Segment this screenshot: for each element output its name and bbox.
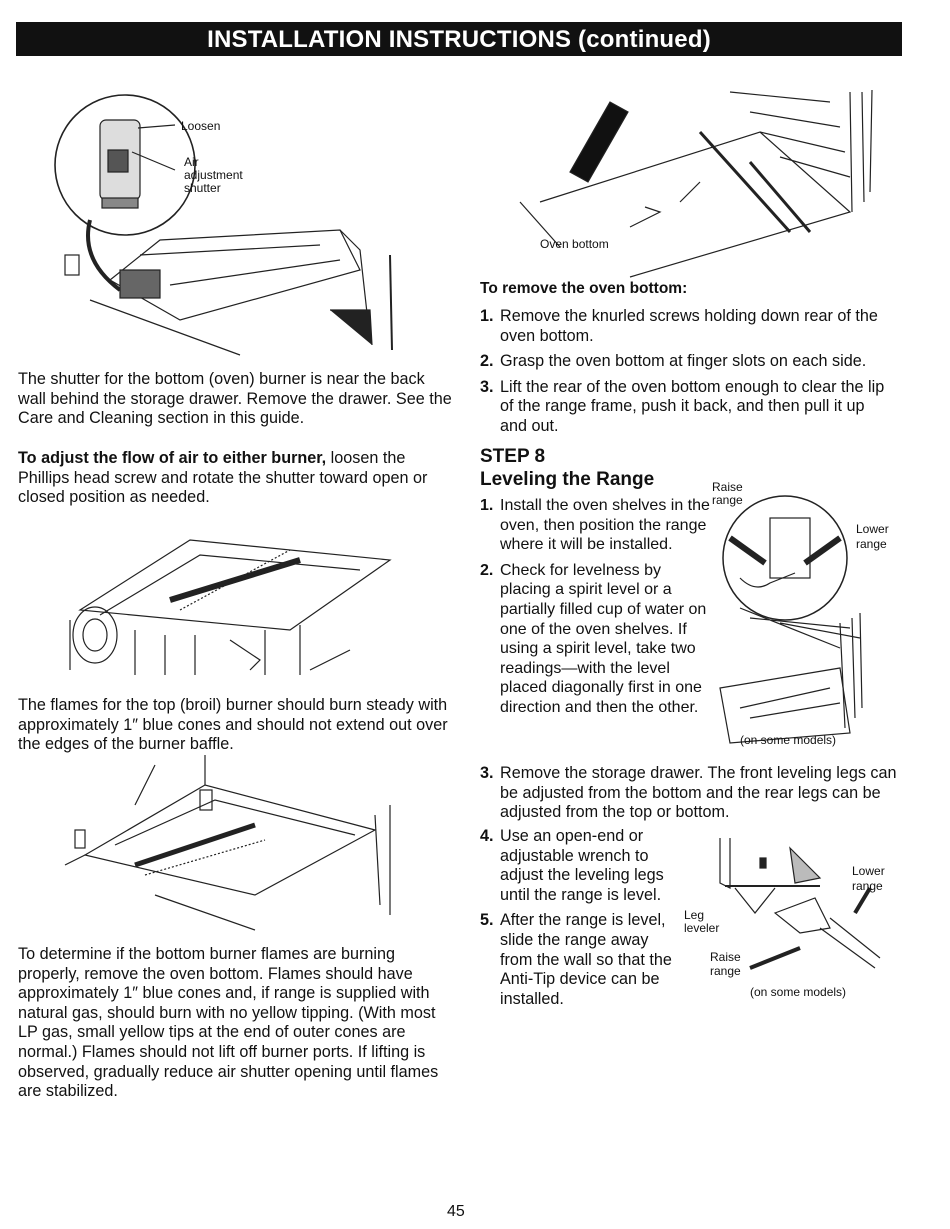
broil-burner-illustration	[60, 530, 400, 685]
air-label-2: adjustment	[184, 168, 243, 182]
leg-leveler-label-2: leveler	[684, 921, 719, 935]
leveling-top-note: (on some models)	[740, 733, 837, 747]
adjust-air-paragraph: To adjust the flow of air to either burn…	[18, 449, 428, 507]
leveling-step-3: 3.Remove the storage drawer. The front l…	[480, 764, 897, 822]
shutter-paragraph: The shutter for the bottom (oven) burner…	[18, 370, 452, 428]
broil-flame-paragraph: The flames for the top (broil) burner sh…	[18, 696, 448, 754]
leg-leveler-label-1: Leg	[684, 908, 704, 922]
remove-steps-list: 1.Remove the knurled screws holding down…	[480, 307, 900, 443]
remove-step-2: 2.Grasp the oven bottom at finger slots …	[480, 352, 867, 371]
bake-flame-paragraph: To determine if the bottom burner flames…	[18, 945, 439, 1101]
leveling-illustration-top: Raise range Lower range	[710, 478, 900, 748]
remove-oven-bottom-heading: To remove the oven bottom:	[480, 280, 688, 297]
leveling-bottom-note: (on some models)	[750, 985, 847, 999]
leveling-steps-list-a: 1.Install the oven shelves in the oven, …	[480, 496, 710, 724]
page-banner: INSTALLATION INSTRUCTIONS (continued)	[16, 22, 902, 56]
remove-step-1: 1.Remove the knurled screws holding down…	[480, 307, 878, 345]
air-label-1: Air	[184, 155, 199, 169]
raise-range-label-2: range	[712, 493, 743, 507]
leveling-step-4: 4.Use an open-end or adjustable wrench t…	[480, 827, 664, 904]
leveling-illustration-bottom: Lower range Leg leveler Raise range	[680, 828, 900, 988]
step-title: Leveling the Range	[480, 469, 655, 490]
air-label-3: shutter	[184, 181, 221, 195]
raise-range-label-b1: Raise	[710, 950, 741, 964]
remove-step-3: 3.Lift the rear of the oven bottom enoug…	[480, 377, 885, 435]
air-shutter-illustration: Loosen Air adjustment shutter	[40, 80, 420, 360]
bake-burner-illustration	[55, 745, 395, 935]
lower-range-label-b2: range	[852, 879, 883, 893]
page-number: 45	[447, 1203, 465, 1220]
raise-range-label-b2: range	[710, 964, 741, 978]
loosen-label: Loosen	[181, 119, 220, 133]
lower-range-label-b1: Lower	[852, 864, 885, 878]
leveling-step-1: 1.Install the oven shelves in the oven, …	[480, 497, 710, 554]
raise-range-label-1: Raise	[712, 480, 743, 494]
leveling-step-2: 2.Check for levelness by placing a spiri…	[480, 561, 707, 716]
leveling-steps-list-mid: 3.Remove the storage drawer. The front l…	[480, 764, 900, 829]
step-label: STEP 8	[480, 446, 546, 467]
leveling-steps-list-b: 4.Use an open-end or adjustable wrench t…	[480, 827, 680, 1015]
oven-bottom-illustration: Oven bottom	[500, 82, 900, 282]
oven-bottom-label: Oven bottom	[540, 237, 609, 251]
lower-range-label-2: range	[856, 537, 887, 551]
leveling-step-5: 5.After the range is level, slide the ra…	[480, 911, 672, 1008]
lower-range-label-1: Lower	[856, 522, 889, 536]
